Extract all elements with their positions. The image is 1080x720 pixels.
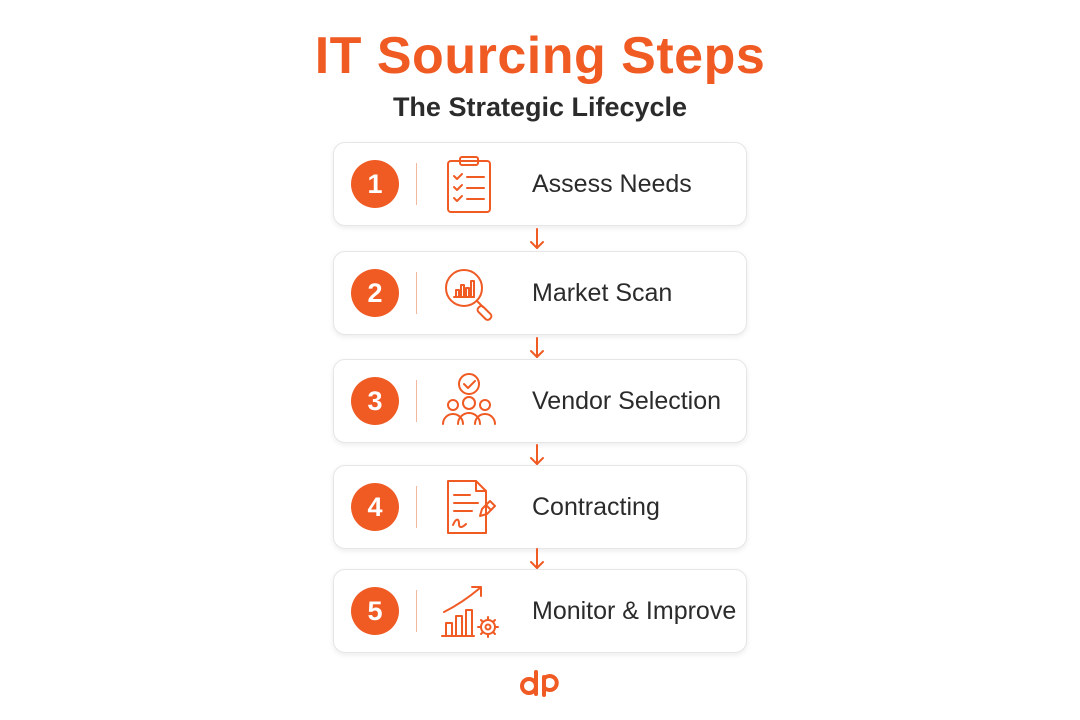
arrow-down-icon xyxy=(530,444,544,465)
clipboard-checklist-icon xyxy=(447,156,491,213)
step-divider xyxy=(416,380,417,422)
step-divider xyxy=(416,590,417,632)
arrow-down-icon xyxy=(530,548,544,569)
arrow-down-icon xyxy=(530,337,544,358)
growth-chart-gear-icon xyxy=(441,586,499,638)
step-card-3: 3 Vendor Selection xyxy=(333,359,747,443)
page-title: IT Sourcing Steps xyxy=(314,27,766,85)
arrow-down-icon xyxy=(530,228,544,249)
page-subtitle: The Strategic Lifecycle xyxy=(392,92,688,122)
step-label: Market Scan xyxy=(532,279,673,307)
dp-logo-icon xyxy=(520,670,559,697)
step-label: Contracting xyxy=(532,493,660,521)
team-check-icon xyxy=(442,373,496,425)
step-card-1: 1 Assess Needs xyxy=(333,142,747,226)
step-label: Monitor & Improve xyxy=(532,597,737,625)
step-card-4: 4 Contracting xyxy=(333,465,747,549)
step-number-badge: 5 xyxy=(351,587,399,635)
step-divider xyxy=(416,486,417,528)
step-label: Assess Needs xyxy=(532,170,692,198)
step-label: Vendor Selection xyxy=(532,387,722,415)
magnifier-chart-icon xyxy=(445,269,493,321)
step-divider xyxy=(416,163,417,205)
step-number-badge: 2 xyxy=(351,269,399,317)
step-divider xyxy=(416,272,417,314)
step-card-5: 5 Monitor & Improve xyxy=(333,569,747,653)
step-number-badge: 3 xyxy=(351,377,399,425)
step-number-badge: 4 xyxy=(351,483,399,531)
step-card-2: 2 Market Scan xyxy=(333,251,747,335)
step-number-badge: 1 xyxy=(351,160,399,208)
contract-pen-icon xyxy=(447,480,496,534)
